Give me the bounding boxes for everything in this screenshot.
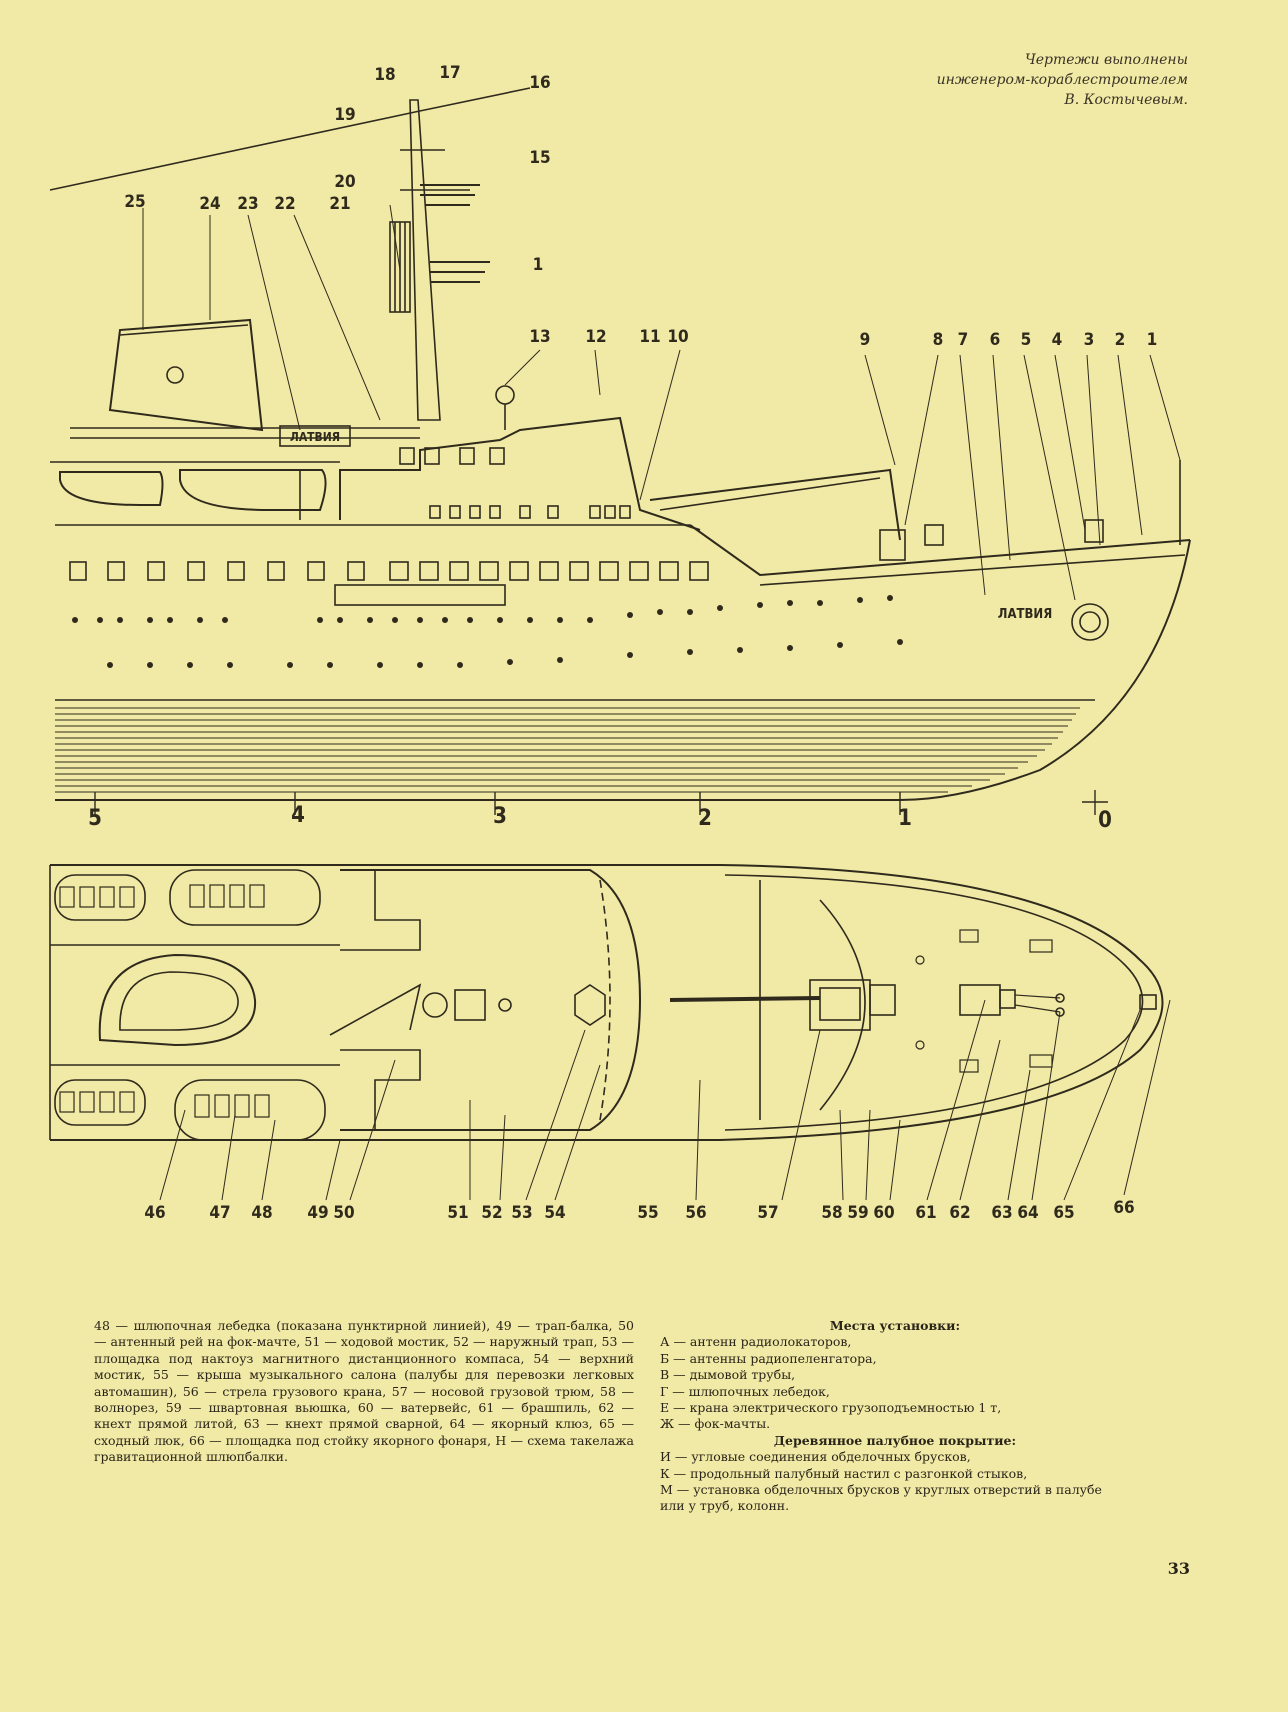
callout-63: 63	[991, 1203, 1012, 1223]
callout-3: 3	[1084, 330, 1095, 350]
window-row	[69, 561, 709, 581]
callout-66: 66	[1113, 1198, 1134, 1218]
callout-53: 53	[511, 1203, 532, 1223]
callout-47: 47	[209, 1203, 230, 1223]
callout-58: 58	[821, 1203, 842, 1223]
callout-6: 6	[990, 330, 1001, 350]
legend-item: И — угловые соединения обделочных бруско…	[660, 1449, 971, 1465]
page-number: 33	[1167, 1559, 1190, 1578]
callout-60: 60	[873, 1203, 894, 1223]
callout-25: 25	[124, 192, 145, 212]
callout-62: 62	[949, 1203, 970, 1223]
callout-59: 59	[847, 1203, 868, 1223]
callout-22: 22	[274, 194, 295, 214]
callout-21: 21	[329, 194, 350, 214]
plan-view	[49, 864, 1171, 1201]
credit-line-3: В. Костычевым.	[1064, 92, 1188, 108]
callout-65: 65	[1053, 1203, 1074, 1223]
callout-15: 15	[529, 148, 550, 168]
callout-19: 19	[334, 105, 355, 125]
callout-8: 8	[933, 330, 944, 350]
callout-50: 50	[333, 1203, 354, 1223]
callout-10: 10	[667, 327, 688, 347]
legend-item: А — антенн радиолокаторов,	[660, 1334, 852, 1350]
callout-16: 16	[529, 73, 550, 93]
legend-item: Б — антенны радиопеленгатора,	[660, 1350, 877, 1366]
callout-5: 5	[1021, 330, 1032, 350]
callout-7: 7	[958, 330, 969, 350]
callout-23: 23	[237, 194, 258, 214]
callout-13: 13	[529, 327, 550, 347]
station-4: 4	[291, 803, 305, 828]
callout-12: 12	[585, 327, 606, 347]
station-2: 2	[698, 806, 712, 831]
callout-52: 52	[481, 1203, 502, 1223]
callout-1: 1	[1147, 330, 1158, 350]
legend-item: Г — шлюпочных лебедок,	[660, 1383, 830, 1399]
legend-left: 48 — шлюпочная лебедка (показана пунктир…	[94, 1318, 634, 1465]
callout-57: 57	[757, 1203, 778, 1223]
profile-view: ЛАТВИЯ	[49, 87, 1191, 815]
callout-11: 11	[639, 327, 660, 347]
station-5: 5	[88, 806, 102, 831]
callout-54: 54	[544, 1203, 565, 1223]
callout-24: 24	[199, 194, 220, 214]
legend-item: К — продольный палубный настил с разгонк…	[660, 1465, 1028, 1481]
nameboard-text: ЛАТВИЯ	[290, 430, 340, 444]
station-3: 3	[493, 804, 507, 829]
callout-9: 9	[860, 330, 871, 350]
callout-18: 18	[374, 65, 395, 85]
callout-4: 4	[1052, 330, 1063, 350]
callout-49: 49	[307, 1203, 328, 1223]
hull-name: ЛАТВИЯ	[998, 607, 1052, 622]
legend-item: Е — крана электрического грузоподъемност…	[660, 1400, 1002, 1416]
ship-drawing: ЛАТВИЯ	[49, 63, 1191, 1223]
credit-line-2: инженером-кораблестроителем	[936, 72, 1188, 88]
porthole-row	[72, 595, 903, 668]
callout-20: 20	[334, 172, 355, 192]
callout-51: 51	[447, 1203, 468, 1223]
callout-61: 61	[915, 1203, 936, 1223]
drawing-credit: Чертежи выполнены инженером-кораблестрои…	[937, 50, 1188, 110]
callout-48: 48	[251, 1203, 272, 1223]
legend-right: Места установки: А — антенн радиолокатор…	[660, 1318, 1130, 1515]
legend-title-installation: Места установки:	[829, 1318, 961, 1333]
credit-line-1: Чертежи выполнены	[1024, 52, 1188, 68]
legend-item: Ж — фок-мачты.	[660, 1416, 771, 1432]
callout-1-mast: 1	[533, 255, 544, 275]
legend-title-deck: Деревянное палубное покрытие:	[773, 1432, 1017, 1448]
station-0: 0	[1098, 808, 1112, 833]
station-1: 1	[898, 806, 912, 831]
callout-46: 46	[144, 1203, 165, 1223]
legend-item: В — дымовой трубы,	[660, 1367, 796, 1383]
callout-2: 2	[1115, 330, 1126, 350]
profile-callouts: 18 17 16 19 15 20 21 1 25 24 23 22 13 12…	[124, 63, 1157, 350]
legend-item: М — установка обделочных брусков у кругл…	[660, 1482, 1102, 1514]
plan-callouts: 46 47 48 49 50 51 52 53 54 55 56 57 58 5…	[144, 1198, 1134, 1223]
callout-17: 17	[439, 63, 460, 83]
hull-hatching	[55, 707, 1080, 793]
station-numbers: 5 4 3 2 1 0	[88, 803, 1112, 833]
callout-55: 55	[637, 1203, 658, 1223]
callout-56: 56	[685, 1203, 706, 1223]
callout-64: 64	[1017, 1203, 1038, 1223]
